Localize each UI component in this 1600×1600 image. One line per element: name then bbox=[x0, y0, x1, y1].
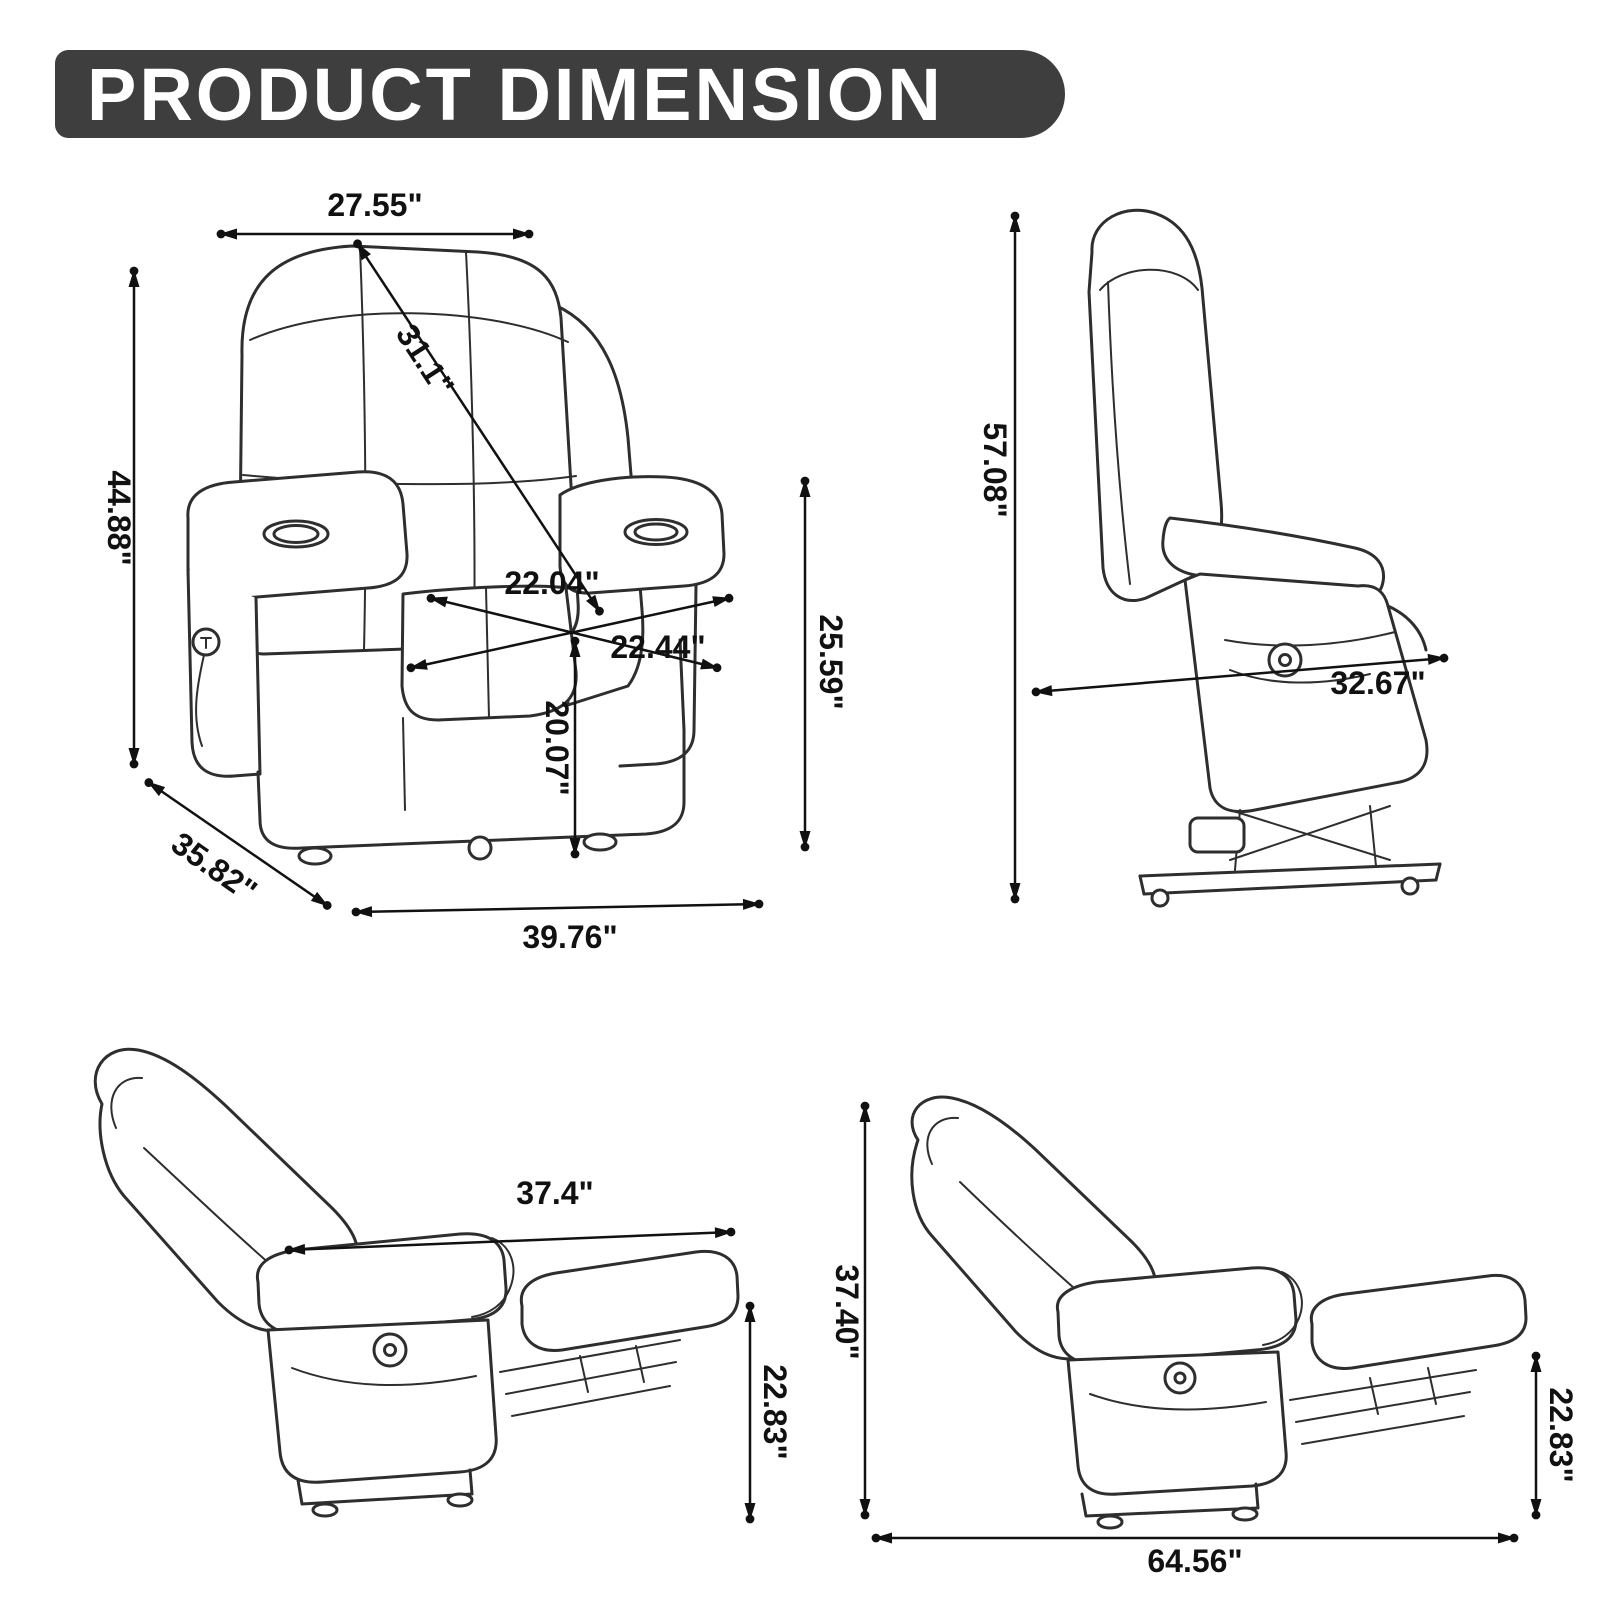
dim-label-lifted-height: 57.08" bbox=[977, 422, 1013, 517]
dim-reclined-length: 64.56" bbox=[871, 1532, 1519, 1579]
dim-label-seat-height: 20.07" bbox=[539, 700, 575, 795]
front-view-diagram: 27.55" 31.1" 44.88" 22.04" 22.44" 25.59" bbox=[101, 187, 849, 955]
front-view: 27.55" 31.1" 44.88" 22.04" 22.44" 25.59" bbox=[100, 170, 880, 990]
reclined-chair-drawing bbox=[93, 1047, 740, 1518]
lifted-view: 57.08" 32.67" bbox=[940, 170, 1560, 990]
dim-front-overall-depth: 35.82" bbox=[144, 778, 332, 910]
reclined-full-view-diagram: 37.40" 22.83" 64.56" bbox=[829, 1095, 1579, 1579]
dim-label-seat-depth: 22.44" bbox=[610, 629, 705, 665]
dim-reclined-height: 37.40" bbox=[829, 1101, 871, 1520]
dim-label-overall-depth: 35.82" bbox=[165, 825, 264, 909]
dim-label-seat-width: 22.04" bbox=[504, 565, 599, 601]
title-banner: PRODUCT DIMENSION bbox=[55, 50, 1065, 138]
lifted-chair-drawing bbox=[1087, 208, 1442, 908]
dim-label-footrest-height: 22.83" bbox=[757, 1364, 793, 1459]
dim-label-arm-height: 25.59" bbox=[813, 614, 849, 709]
dim-lifted-diagonal: 32.67" bbox=[1031, 653, 1449, 701]
dim-label-overall-height: 44.88" bbox=[101, 470, 137, 565]
dim-label-reclined-height: 37.40" bbox=[829, 1264, 865, 1359]
front-chair-drawing bbox=[186, 244, 726, 866]
dim-front-overall-height: 44.88" bbox=[101, 266, 140, 769]
dim-label-overall-width: 39.76" bbox=[522, 919, 617, 955]
dim-front-seat-depth: 22.44" bbox=[426, 593, 722, 673]
dim-front-seat-height: 20.07" bbox=[539, 636, 581, 859]
reclined-view-diagram: 37.4" 22.83" bbox=[93, 1047, 793, 1524]
lift-motor bbox=[1188, 816, 1246, 854]
reclined-full-view: 37.40" 22.83" 64.56" bbox=[820, 1070, 1580, 1590]
dim-front-top-width: 27.55" bbox=[216, 187, 534, 240]
dim-front-overall-width: 39.76" bbox=[351, 898, 764, 955]
dim-label-recline-depth: 37.4" bbox=[516, 1175, 593, 1211]
reclined-full-chair-drawing bbox=[910, 1095, 1528, 1530]
lifted-view-diagram: 57.08" 32.67" bbox=[977, 208, 1449, 908]
dim-recline-depth: 37.4" bbox=[284, 1175, 736, 1255]
dim-label-top-width: 27.55" bbox=[327, 187, 422, 223]
dim-front-arm-height: 25.59" bbox=[799, 476, 849, 852]
dim-label-footrest-height-2: 22.83" bbox=[1543, 1387, 1579, 1482]
reclined-view: 37.4" 22.83" bbox=[40, 1000, 800, 1580]
dim-footrest-height-2: 22.83" bbox=[1530, 1351, 1579, 1520]
dim-label-reclined-length: 64.56" bbox=[1147, 1543, 1242, 1579]
dim-footrest-height: 22.83" bbox=[744, 1301, 793, 1524]
dim-label-lifted-diagonal: 32.67" bbox=[1330, 665, 1425, 701]
dim-lifted-height: 57.08" bbox=[977, 211, 1021, 904]
page-title: PRODUCT DIMENSION bbox=[87, 52, 944, 136]
